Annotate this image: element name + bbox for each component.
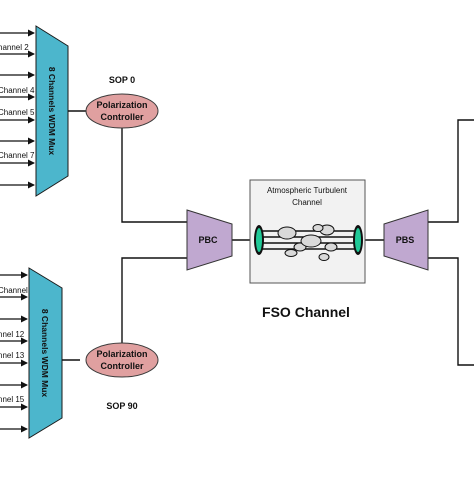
turbulent-channel-label-line2: Channel: [292, 198, 322, 207]
bottom-channel-label: nnel 15: [0, 395, 25, 404]
pbs-upper-output-line: [428, 119, 474, 223]
bottom-mux-label: 8 Channels WDM Mux: [40, 309, 50, 398]
turbulent-eddies-icon: [277, 224, 338, 261]
top-channel-label: Channel 7: [0, 151, 35, 160]
fso-channel-label: FSO Channel: [262, 304, 350, 320]
receive-lens-icon: [353, 225, 363, 255]
top-controller-to-pbc-line: [121, 127, 187, 223]
turbulent-channel-label-line1: Atmospheric Turbulent: [267, 186, 348, 195]
pbs-splitter: [383, 209, 429, 271]
pbs-group: PBS: [383, 209, 429, 271]
top-mux-label: 8 Channels WDM Mux: [47, 67, 57, 156]
top-mux-group: hannel 2 Channel 4 Channel 5 Channel 7 8…: [0, 25, 69, 197]
bottom-controller-label-line2: Controller: [100, 361, 143, 371]
top-channel-label: Channel 5: [0, 108, 35, 117]
top-controller-ellipse: [85, 93, 159, 129]
top-controller-label-line2: Controller: [100, 112, 143, 122]
bottom-controller-ellipse: [85, 342, 159, 378]
top-channel-label: Channel 4: [0, 86, 35, 95]
connection-lines: [62, 110, 474, 366]
transmit-lens-icon: [254, 225, 264, 255]
bottom-channel-label: nnel 12: [0, 330, 25, 339]
bottom-controller-to-pbc-line: [121, 257, 187, 344]
bottom-controller-label-line1: Polarization: [96, 349, 147, 359]
pbs-label: PBS: [396, 235, 415, 245]
bottom-channel-label: Channel 10: [0, 286, 39, 295]
bottom-polarization-controller: Polarization Controller SOP 90: [85, 342, 159, 411]
bottom-channel-label: nnel 13: [0, 351, 25, 360]
pbc-label: PBC: [198, 235, 218, 245]
pbc-group: PBC: [186, 209, 233, 271]
top-controller-label-line1: Polarization: [96, 100, 147, 110]
pbs-lower-output-line: [428, 257, 474, 366]
bottom-sop-label: SOP 90: [106, 401, 137, 411]
pbc-coupler: [186, 209, 233, 271]
top-channel-label: hannel 2: [0, 43, 29, 52]
bottom-mux-group: Channel 10 nnel 12 nnel 13 nnel 15 8 Cha…: [0, 267, 63, 439]
bottom-wdm-mux: [28, 267, 63, 439]
top-wdm-mux: [35, 25, 69, 197]
turbulent-channel-group: Atmospheric Turbulent Channel: [249, 179, 366, 284]
top-sop-label: SOP 0: [109, 75, 135, 85]
top-polarization-controller: SOP 0 Polarization Controller: [85, 75, 159, 129]
